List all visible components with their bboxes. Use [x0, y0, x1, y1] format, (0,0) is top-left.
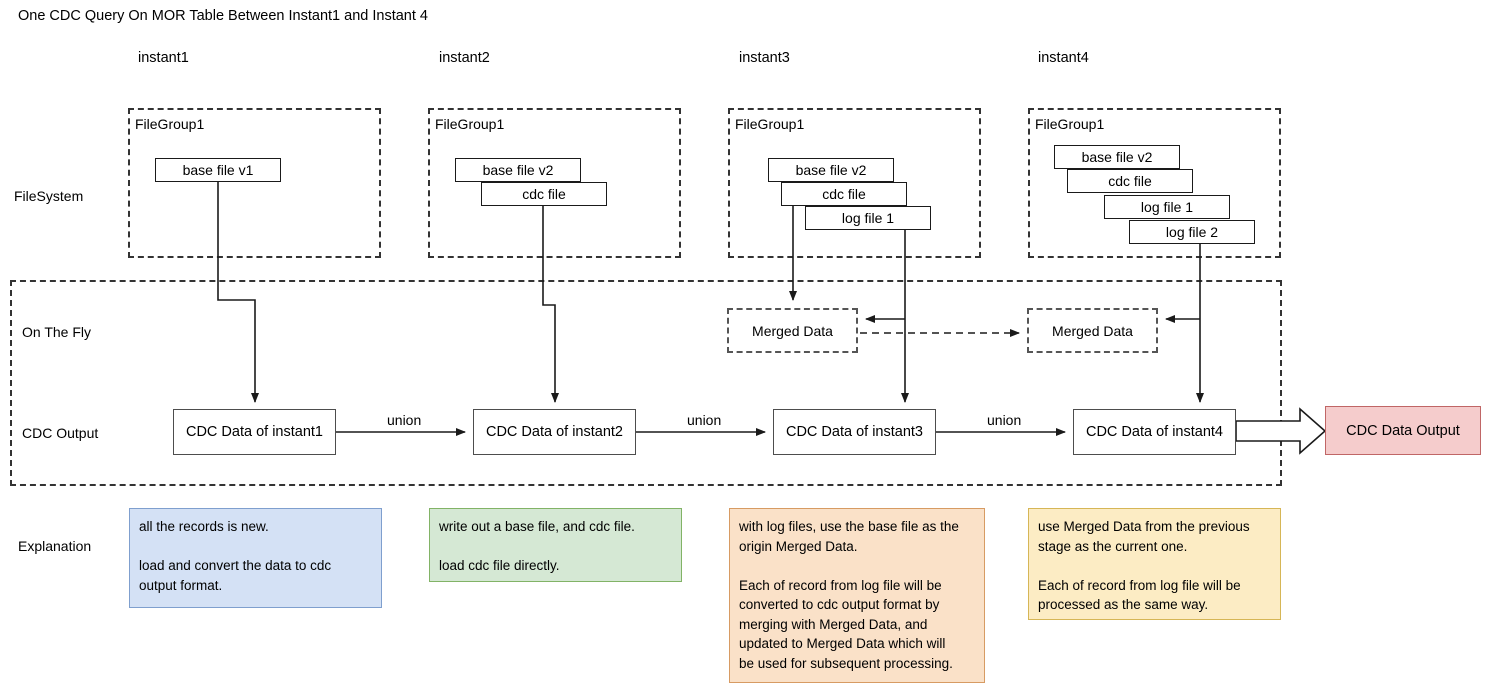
file-box-cdc-file[interactable]: cdc file: [481, 182, 607, 206]
column-header-instant3: instant3: [739, 50, 790, 66]
file-box-base-file-v2[interactable]: base file v2: [455, 158, 581, 182]
row-label-filesystem: FileSystem: [14, 188, 84, 204]
row-label-cdc-output: CDC Output: [22, 425, 99, 441]
file-box-log-file-2[interactable]: log file 2: [1129, 220, 1255, 244]
union-label-3: union: [987, 412, 1022, 428]
merged-data-box-instant4[interactable]: Merged Data: [1027, 308, 1158, 353]
on-the-fly-cdc-output-container: [10, 280, 1282, 486]
page-title: One CDC Query On MOR Table Between Insta…: [18, 8, 428, 24]
file-box-base-file-v2[interactable]: base file v2: [1054, 145, 1180, 169]
column-header-instant4: instant4: [1038, 50, 1089, 66]
cdc-data-box-instant1[interactable]: CDC Data of instant1: [173, 409, 336, 455]
row-label-explanation: Explanation: [18, 538, 92, 554]
file-box-base-file-v2[interactable]: base file v2: [768, 158, 894, 182]
column-header-instant2: instant2: [439, 50, 490, 66]
column-header-instant1: instant1: [138, 50, 189, 66]
filegroup-label: FileGroup1: [435, 116, 505, 132]
filegroup-label: FileGroup1: [135, 116, 205, 132]
union-label-2: union: [687, 412, 722, 428]
explanation-box-instant2: write out a base file, and cdc file. loa…: [429, 508, 682, 582]
filegroup-container-instant3: FileGroup1: [728, 108, 981, 258]
filegroup-container-instant1: FileGroup1: [128, 108, 381, 258]
cdc-data-output-box[interactable]: CDC Data Output: [1325, 406, 1481, 455]
filegroup-label: FileGroup1: [1035, 116, 1105, 132]
cdc-data-box-instant3[interactable]: CDC Data of instant3: [773, 409, 936, 455]
filegroup-container-instant4: FileGroup1: [1028, 108, 1281, 258]
merged-data-box-instant3[interactable]: Merged Data: [727, 308, 858, 353]
explanation-box-instant3: with log files, use the base file as the…: [729, 508, 985, 683]
row-label-on-the-fly: On The Fly: [22, 324, 91, 340]
explanation-box-instant1: all the records is new. load and convert…: [129, 508, 382, 608]
explanation-box-instant4: use Merged Data from the previous stage …: [1028, 508, 1281, 620]
filegroup-label: FileGroup1: [735, 116, 805, 132]
file-box-log-file-1[interactable]: log file 1: [805, 206, 931, 230]
file-box-cdc-file[interactable]: cdc file: [1067, 169, 1193, 193]
file-box-cdc-file[interactable]: cdc file: [781, 182, 907, 206]
cdc-data-box-instant2[interactable]: CDC Data of instant2: [473, 409, 636, 455]
file-box-base-file-v1[interactable]: base file v1: [155, 158, 281, 182]
file-box-log-file-1[interactable]: log file 1: [1104, 195, 1230, 219]
cdc-data-box-instant4[interactable]: CDC Data of instant4: [1073, 409, 1236, 455]
union-label-1: union: [387, 412, 422, 428]
